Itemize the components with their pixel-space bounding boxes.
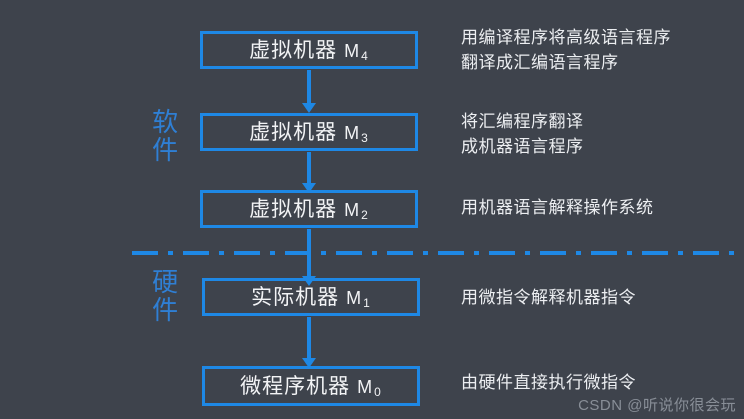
- layer-description-m0: 由硬件直接执行微指令: [461, 373, 636, 392]
- layer-box-m0-index: 0: [374, 384, 382, 399]
- arrow-m1-to-m0: [307, 317, 311, 359]
- section-label-hardware: 硬件: [148, 268, 179, 324]
- layer-box-m0-machine: M: [357, 376, 374, 397]
- layer-box-m1-index: 1: [363, 295, 371, 310]
- layer-description-m4: 用编译程序将高级语言程序 翻译成汇编语言程序: [461, 28, 671, 72]
- layer-description-m2: 用机器语言解释操作系统: [461, 198, 654, 217]
- layer-box-m2-index: 2: [361, 207, 369, 222]
- layer-box-m0-name: 微程序机器: [240, 374, 351, 398]
- csdn-watermark: CSDN @听说你很会玩: [578, 397, 736, 414]
- layer-box-m3-name: 虚拟机器: [249, 120, 338, 144]
- layer-description-m3: 将汇编程序翻译 成机器语言程序: [461, 112, 584, 156]
- layer-box-m3-index: 3: [361, 130, 369, 145]
- layer-box-m1-machine: M: [346, 287, 363, 308]
- section-label-software: 软件: [148, 108, 179, 164]
- software-hardware-divider: [132, 251, 744, 255]
- layer-box-m2-name: 虚拟机器: [249, 197, 338, 221]
- layer-description-m1: 用微指令解释机器指令: [461, 288, 636, 307]
- layer-box-m3-machine: M: [344, 122, 361, 143]
- layer-box-m4-machine: M: [344, 40, 361, 61]
- arrow-m4-to-m3: [307, 70, 311, 104]
- layer-box-m4-name: 虚拟机器: [249, 38, 338, 62]
- layer-box-m1-name: 实际机器: [251, 285, 340, 309]
- arrow-m3-to-m2: [307, 152, 311, 184]
- layer-box-m4-index: 4: [361, 48, 369, 63]
- layer-box-m2-machine: M: [344, 199, 361, 220]
